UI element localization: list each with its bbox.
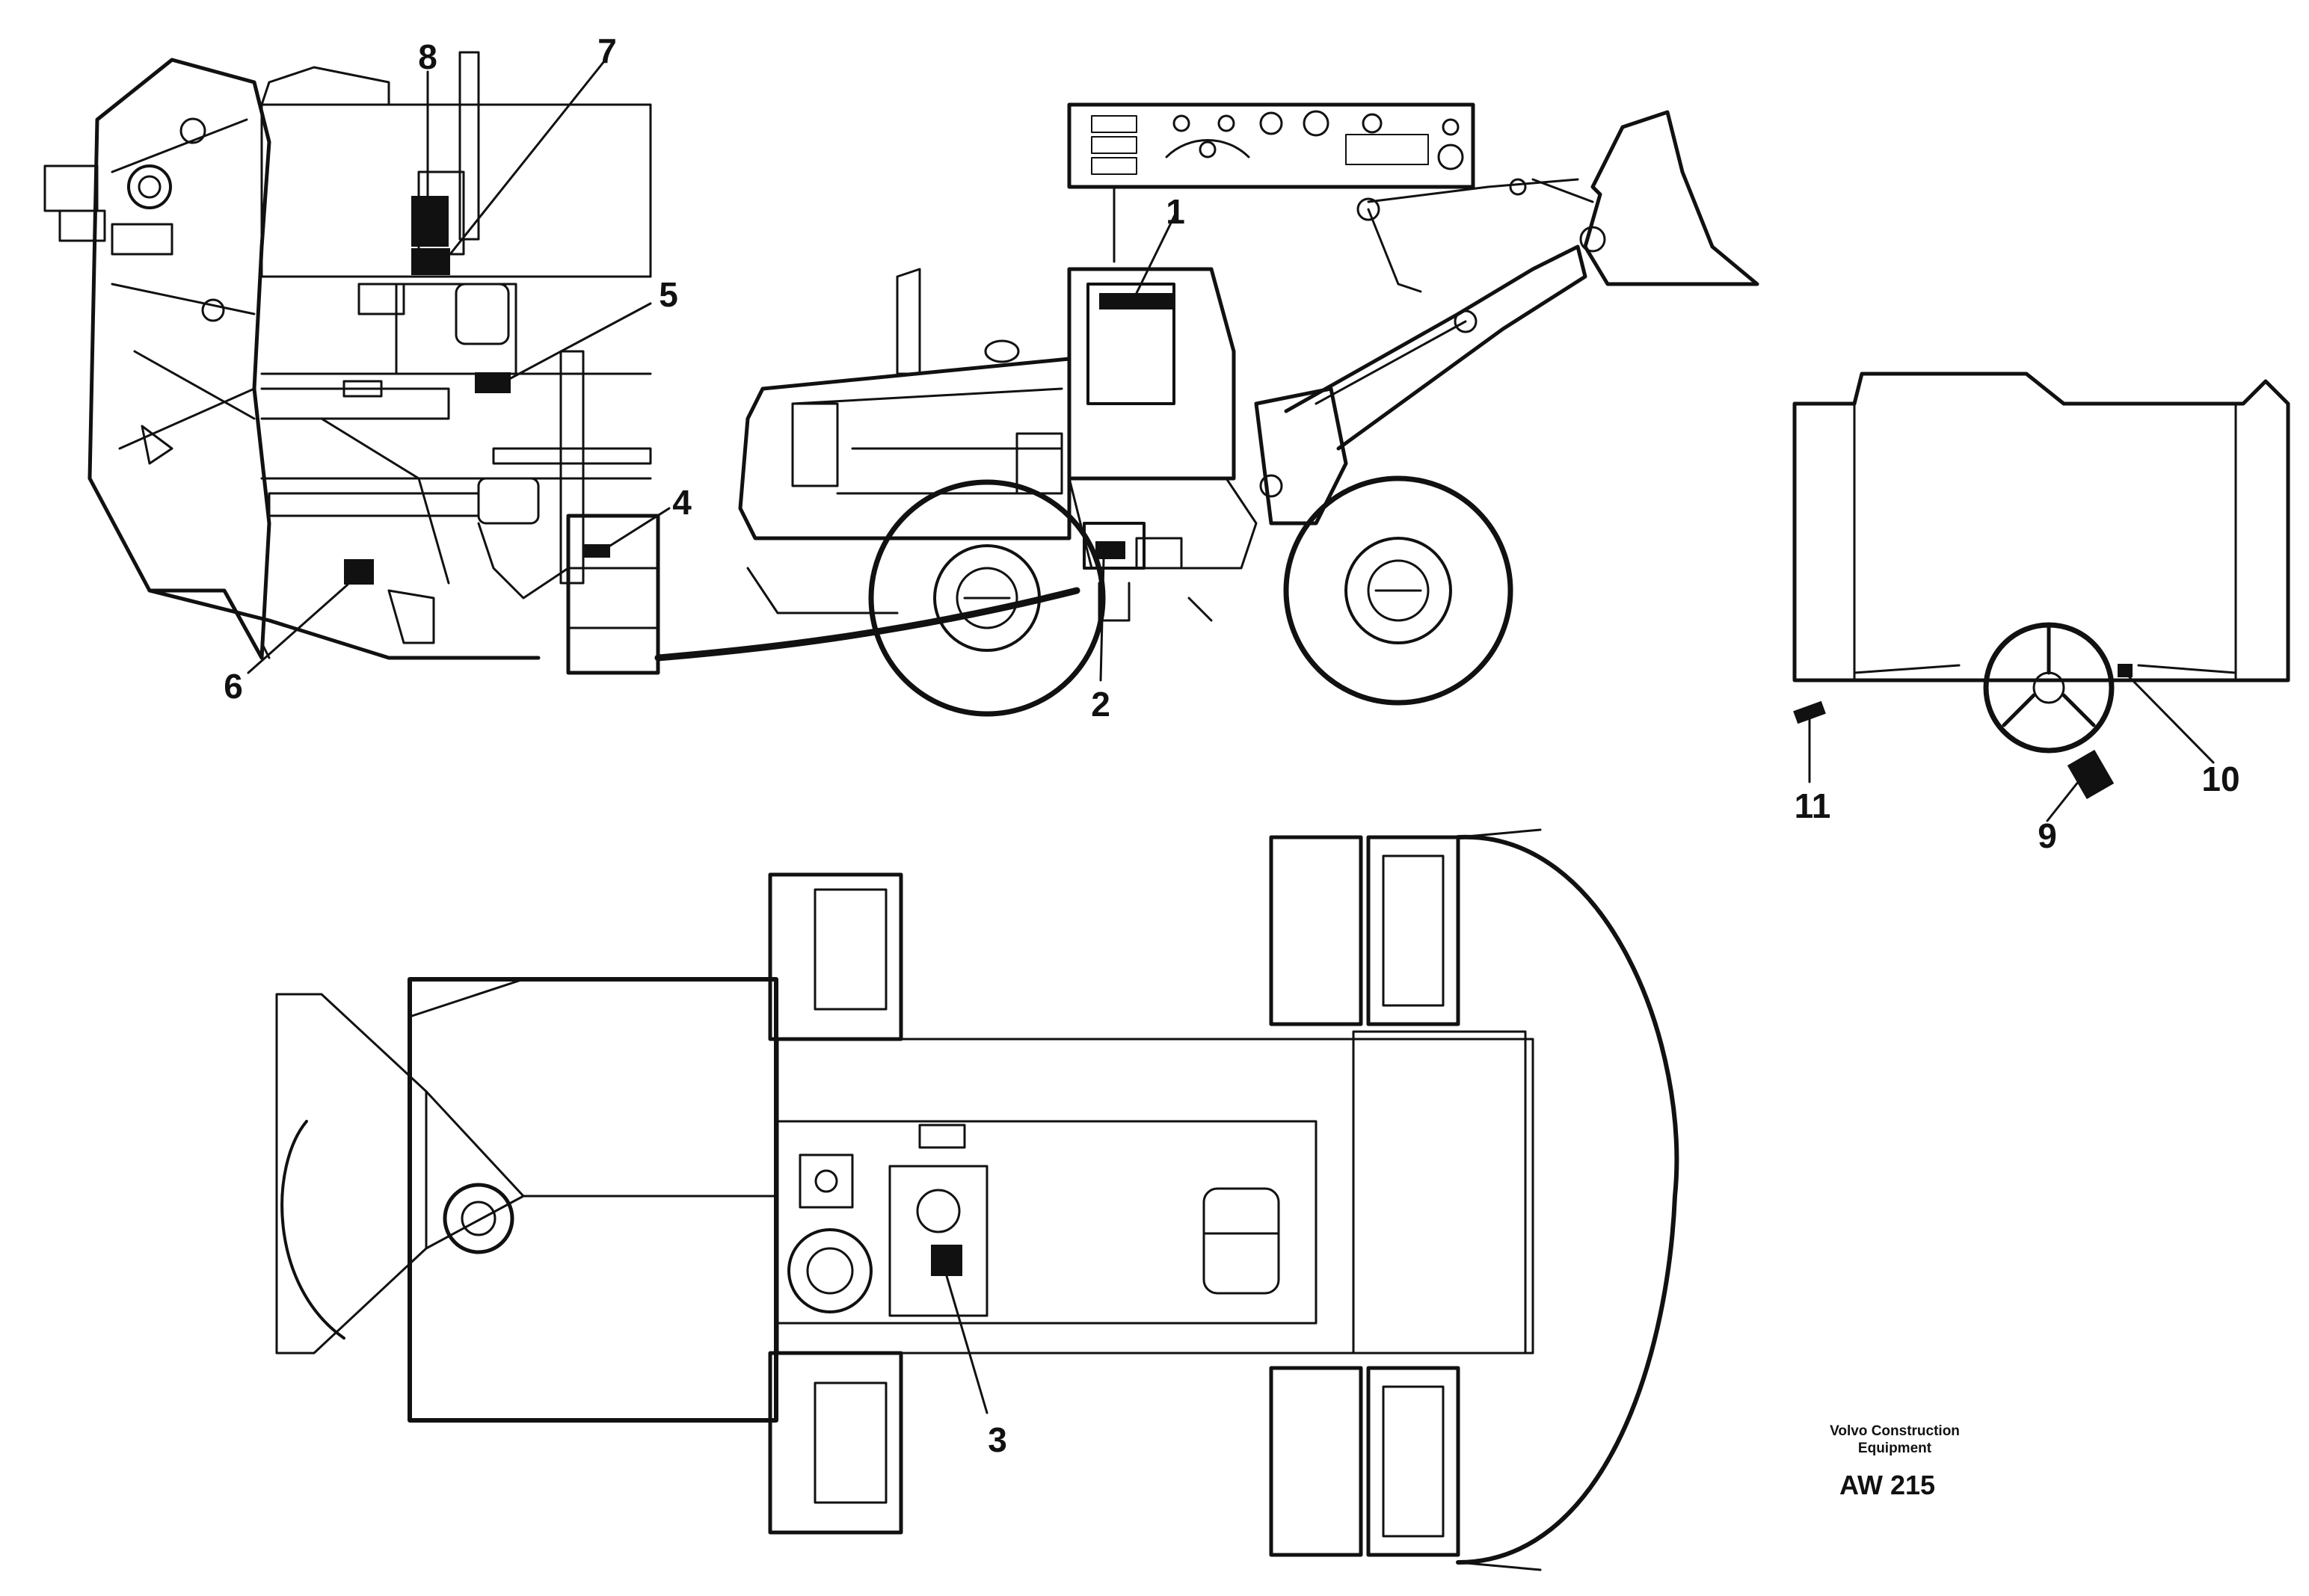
leader-3 bbox=[945, 1275, 989, 1414]
decal-8 bbox=[411, 196, 449, 247]
callout-8: 8 bbox=[418, 37, 437, 76]
decal-9 bbox=[2067, 749, 2115, 800]
callout-5: 5 bbox=[659, 275, 678, 314]
callout-3: 3 bbox=[988, 1420, 1007, 1459]
drawing-code: AW 215 bbox=[1839, 1470, 1936, 1500]
leader-lines bbox=[247, 60, 2215, 1414]
decal-2 bbox=[1095, 541, 1125, 559]
leader-4 bbox=[609, 507, 671, 547]
callout-10: 10 bbox=[2201, 760, 2240, 798]
callout-4: 4 bbox=[672, 483, 692, 522]
decals bbox=[344, 196, 2133, 1276]
decal-4 bbox=[583, 544, 610, 558]
leader-5 bbox=[509, 302, 652, 380]
decal-10 bbox=[2118, 664, 2133, 677]
loader-side-view bbox=[738, 102, 1759, 717]
leader-7 bbox=[449, 60, 606, 256]
rear-frame-cutaway bbox=[43, 51, 660, 675]
decal-11 bbox=[1793, 700, 1826, 724]
callout-7: 7 bbox=[597, 31, 617, 70]
driveline-hose bbox=[654, 587, 1080, 662]
callout-2: 2 bbox=[1091, 685, 1110, 724]
leader-6 bbox=[247, 583, 349, 674]
decal-5 bbox=[475, 372, 511, 393]
callout-9: 9 bbox=[2038, 816, 2057, 855]
loader-top-view bbox=[275, 828, 1679, 1571]
callout-1: 1 bbox=[1166, 192, 1185, 231]
leader-2 bbox=[1099, 558, 1105, 682]
callout-6: 6 bbox=[224, 667, 243, 706]
cab-interior-inset bbox=[1792, 372, 2290, 754]
company-name-line2: Equipment bbox=[1857, 1441, 1932, 1456]
leader-9 bbox=[2046, 776, 2083, 822]
leader-10 bbox=[2128, 676, 2215, 764]
decal-3 bbox=[931, 1245, 962, 1276]
leader-1 bbox=[1135, 212, 1177, 295]
decal-7 bbox=[411, 248, 450, 275]
callout-11: 11 bbox=[1794, 786, 1831, 825]
company-name-line1: Volvo Construction bbox=[1830, 1423, 1960, 1439]
decal-1 bbox=[1099, 293, 1174, 309]
decal-6 bbox=[344, 559, 374, 585]
